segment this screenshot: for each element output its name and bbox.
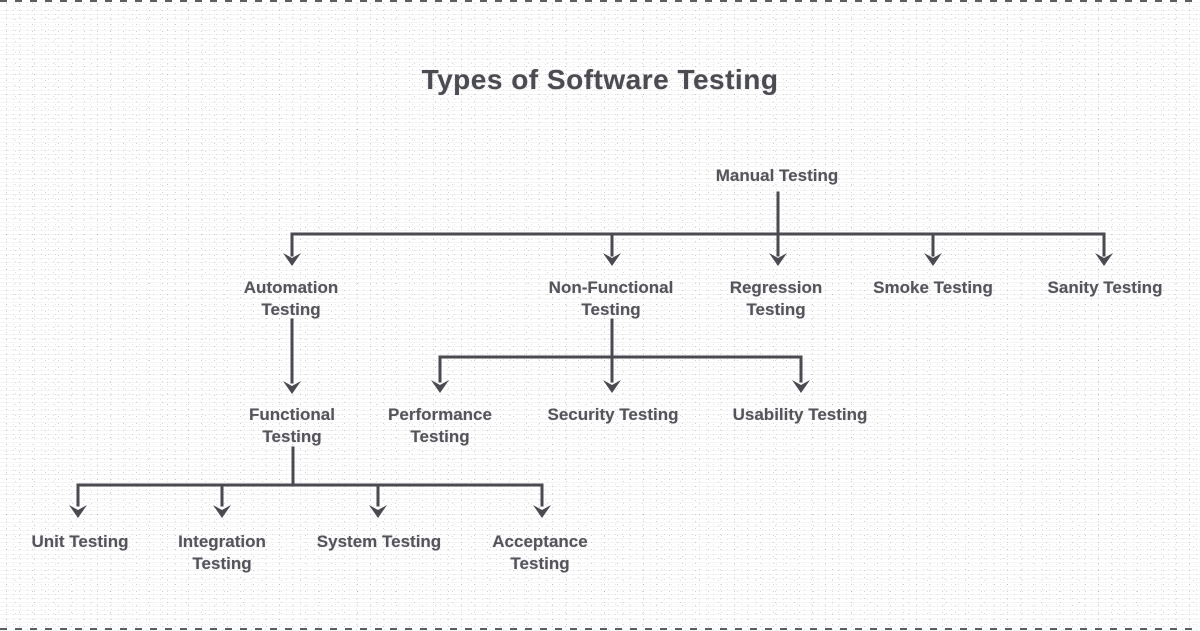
arrowhead-down-icon xyxy=(769,253,787,266)
node-automation-testing: Automation Testing xyxy=(243,278,339,319)
node-functional-testing: Functional Testing xyxy=(249,405,335,446)
node-system-testing: System Testing xyxy=(316,532,442,551)
arrowhead-down-icon xyxy=(603,253,621,266)
page-title: Types of Software Testing xyxy=(421,64,779,95)
arrowhead-down-icon xyxy=(283,253,301,266)
node-regression-testing: Regression Testing xyxy=(729,278,823,319)
arrowhead-down-icon xyxy=(603,380,621,393)
node-acceptance-testing: Acceptance Testing xyxy=(492,532,588,573)
arrowhead-down-icon xyxy=(283,381,301,394)
node-sanity-testing: Sanity Testing xyxy=(1047,278,1163,297)
arrowhead-down-icon xyxy=(1095,253,1113,266)
arrowhead-down-icon xyxy=(69,505,87,518)
arrowhead-down-icon xyxy=(924,253,942,266)
arrowhead-down-icon xyxy=(792,380,810,393)
node-security-testing: Security Testing xyxy=(547,405,679,424)
connector-automation-to-functional xyxy=(283,318,301,394)
node-unit-testing: Unit Testing xyxy=(31,532,129,551)
arrowhead-down-icon xyxy=(533,505,551,518)
node-usability-testing: Usability Testing xyxy=(732,405,868,424)
connector-nonfunctional-to-children xyxy=(431,318,810,393)
arrowhead-down-icon xyxy=(369,505,387,518)
node-manual-testing: Manual Testing xyxy=(715,166,839,185)
arrowhead-down-icon xyxy=(431,380,449,393)
node-performance-testing: Performance Testing xyxy=(388,405,492,446)
connector-manual-to-level2 xyxy=(283,191,1113,266)
connector-functional-to-children xyxy=(69,446,551,518)
node-smoke-testing: Smoke Testing xyxy=(873,278,993,297)
arrowhead-down-icon xyxy=(213,505,231,518)
node-integration-testing: Integration Testing xyxy=(178,532,266,573)
node-non-functional-testing: Non-Functional Testing xyxy=(548,278,674,319)
